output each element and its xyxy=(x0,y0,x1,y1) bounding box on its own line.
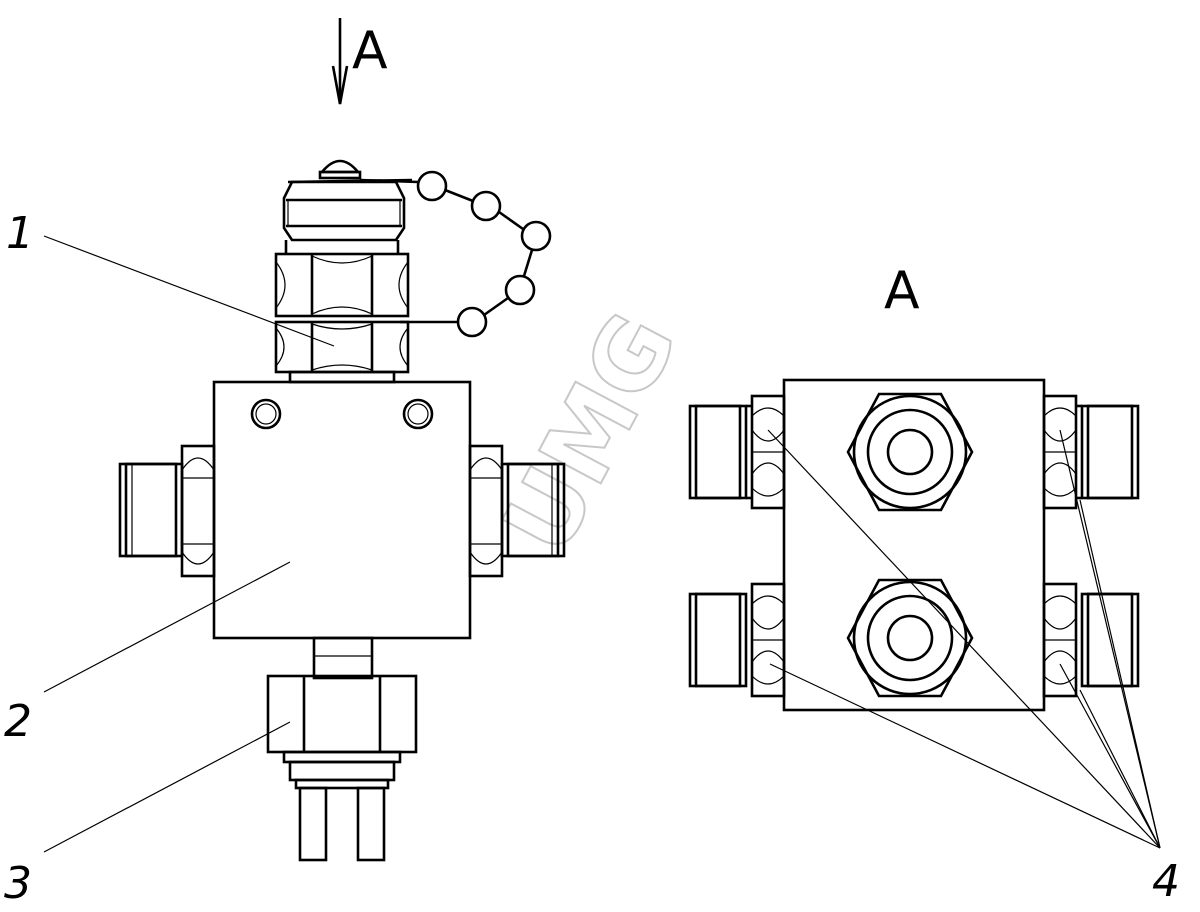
view-arrow-label: A xyxy=(352,21,388,81)
side-view xyxy=(118,159,566,862)
view-a-title: A xyxy=(884,261,920,321)
callout-1: 1 xyxy=(6,208,34,259)
callout-3: 3 xyxy=(4,858,32,909)
fitting-left-bottom xyxy=(688,582,786,698)
fitting-right-top xyxy=(1042,394,1140,510)
callout-2: 2 xyxy=(4,696,32,747)
callout-4: 4 xyxy=(1152,856,1180,907)
fitting-left-top xyxy=(688,394,786,510)
watermark: UMG xyxy=(481,295,698,570)
view-a xyxy=(688,378,1140,712)
view-arrow: A xyxy=(331,18,388,105)
leader-lines-4 xyxy=(767,429,1161,849)
leader-lines-left xyxy=(43,235,335,853)
fitting-right-bottom xyxy=(1042,582,1140,698)
